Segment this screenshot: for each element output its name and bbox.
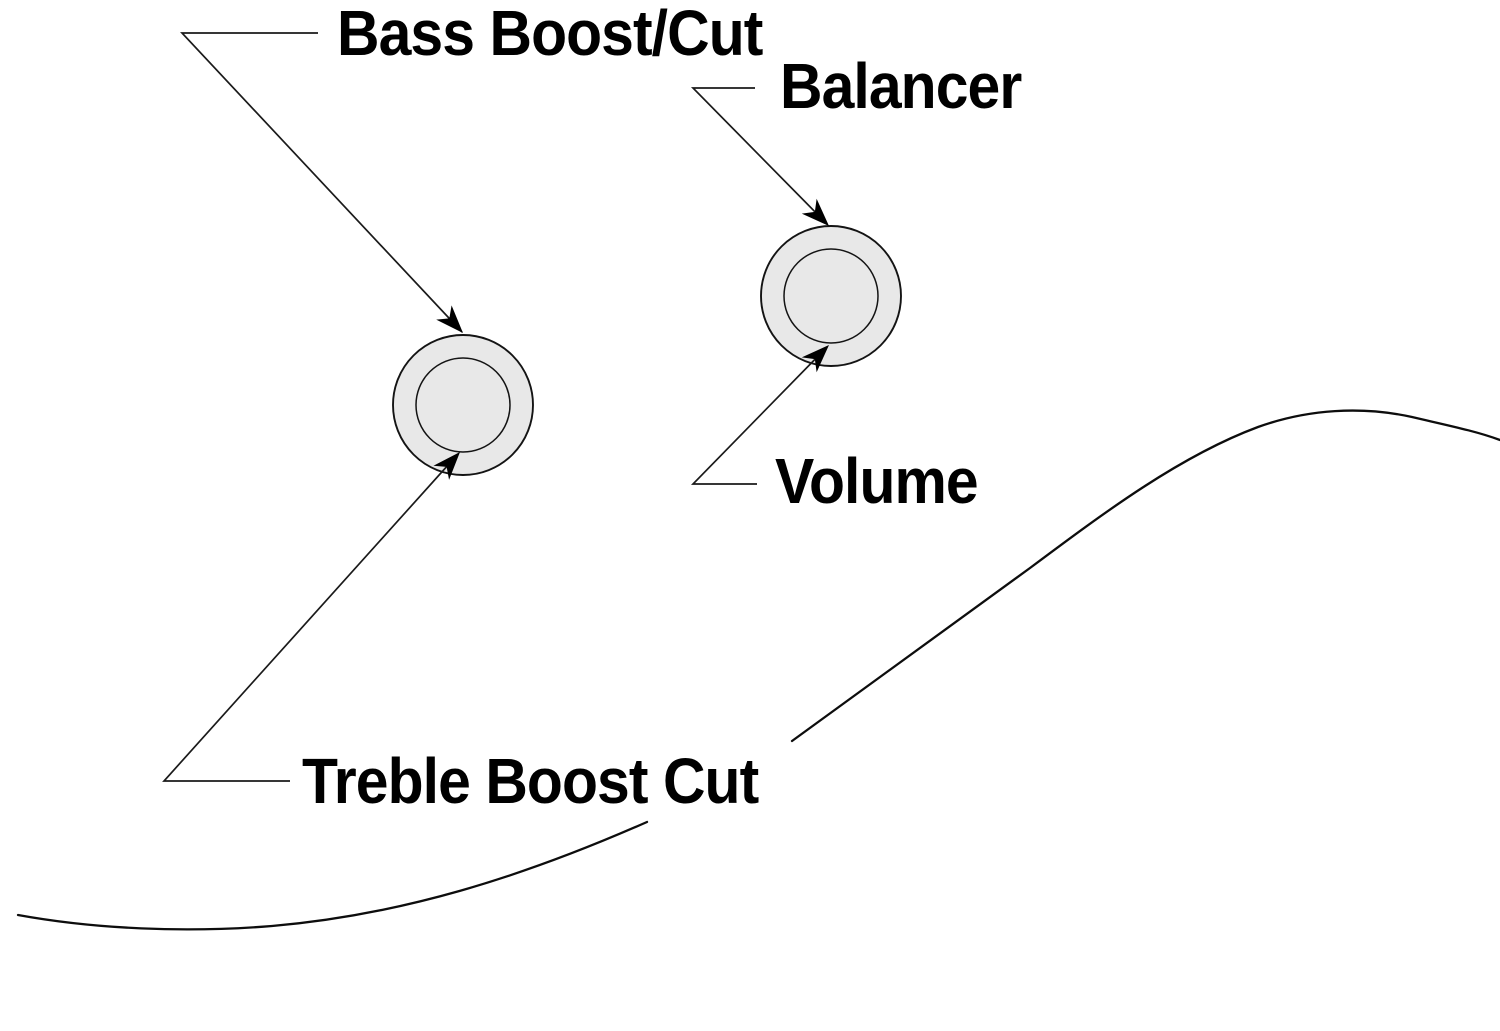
balancer-volume-knob-inner-cap bbox=[783, 248, 879, 344]
balancer-leader-line bbox=[690, 87, 828, 225]
bass-leader-line bbox=[180, 32, 463, 333]
volume-leader-line bbox=[690, 346, 828, 485]
volume-label: Volume bbox=[775, 446, 978, 518]
bass-treble-stacked-knob bbox=[392, 334, 534, 476]
body-outline-lower-left-curve bbox=[16, 820, 649, 931]
treble-boost-cut-label: Treble Boost Cut bbox=[302, 746, 759, 818]
balancer-label: Balancer bbox=[780, 51, 1021, 123]
volume-arrowhead-icon bbox=[801, 345, 829, 373]
bass-arrowhead-icon bbox=[436, 305, 463, 333]
body-outline-upper-right-curve bbox=[790, 409, 1500, 743]
balancer-volume-stacked-knob bbox=[760, 225, 902, 367]
bass-treble-knob-inner-cap bbox=[415, 357, 511, 453]
treble-leader-line bbox=[162, 453, 459, 782]
treble-arrowhead-icon bbox=[433, 452, 460, 480]
balancer-arrowhead-icon bbox=[801, 198, 829, 226]
bass-boost-cut-label: Bass Boost/Cut bbox=[337, 0, 763, 70]
